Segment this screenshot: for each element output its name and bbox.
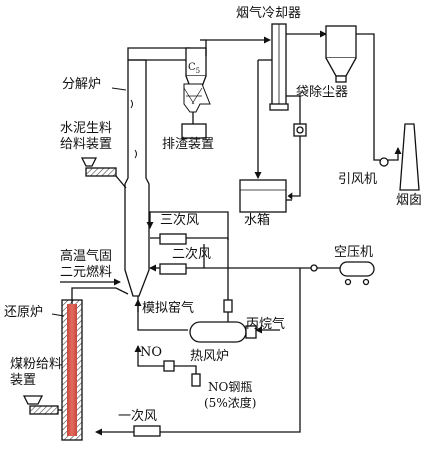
reduction-furnace-label: 还原炉 — [4, 305, 44, 320]
raw-meal-feeder-label-2: 给料装置 — [60, 137, 113, 152]
raw-meal-feeder-label-1: 水泥生料 — [60, 121, 113, 136]
water-tank-label: 水箱 — [244, 213, 271, 228]
coal-feeder-label-2: 装置 — [10, 373, 37, 388]
air-compressor-label: 空压机 — [334, 245, 374, 260]
reduction-furnace — [61, 296, 83, 441]
propane-label: 丙烷气 — [246, 317, 286, 332]
decomposition-furnace-label: 分解炉 — [62, 77, 102, 92]
simulated-kiln-gas-label: 模拟窑气 — [142, 301, 195, 316]
no-label: NO — [140, 345, 163, 360]
decomposition-furnace — [124, 47, 190, 297]
flue-gas-cooler — [269, 23, 289, 111]
no-cylinder-label-2: (5%浓度) — [204, 396, 257, 410]
cs-label: C — [188, 62, 196, 73]
tertiary-air-label: 三次风 — [160, 213, 200, 228]
secondary-air-flowmeter — [159, 263, 187, 275]
induced-fan-icon — [379, 157, 389, 167]
cs-label-sub: 5 — [196, 67, 200, 75]
hot-air-furnace-label: 热风炉 — [190, 349, 230, 364]
primary-air-flowmeter — [133, 425, 161, 437]
no-cylinder-label-1: NO钢瓶 — [208, 380, 253, 394]
bag-filter-label: 袋除尘器 — [296, 85, 349, 100]
slag-discharge-label: 排渣装置 — [162, 137, 215, 152]
air-compressor — [339, 261, 375, 286]
tertiary-air-flowmeter — [159, 233, 187, 245]
primary-air-label: 一次风 — [118, 409, 158, 424]
chimney-label: 烟囱 — [396, 193, 423, 208]
no-cylinder — [191, 373, 201, 387]
secondary-air-label: 二次风 — [172, 247, 212, 262]
flue-gas-cooler-label: 烟气冷却器 — [236, 6, 302, 21]
coal-feeder — [22, 395, 62, 415]
raw-meal-feeder — [80, 157, 127, 189]
water-tank — [239, 179, 287, 213]
slag-discharge-device — [181, 83, 211, 139]
high-temp-fuel-label-1: 高温气固 — [60, 249, 113, 264]
svg-text:C5: C5 — [188, 62, 200, 75]
coal-feeder-label-1: 煤粉给料 — [10, 357, 63, 372]
induced-fan-label: 引风机 — [338, 172, 378, 187]
bag-filter — [325, 25, 357, 83]
hot-air-furnace — [189, 321, 257, 343]
chimney — [399, 123, 420, 191]
high-temp-fuel-label-2: 二元燃料 — [60, 265, 113, 280]
